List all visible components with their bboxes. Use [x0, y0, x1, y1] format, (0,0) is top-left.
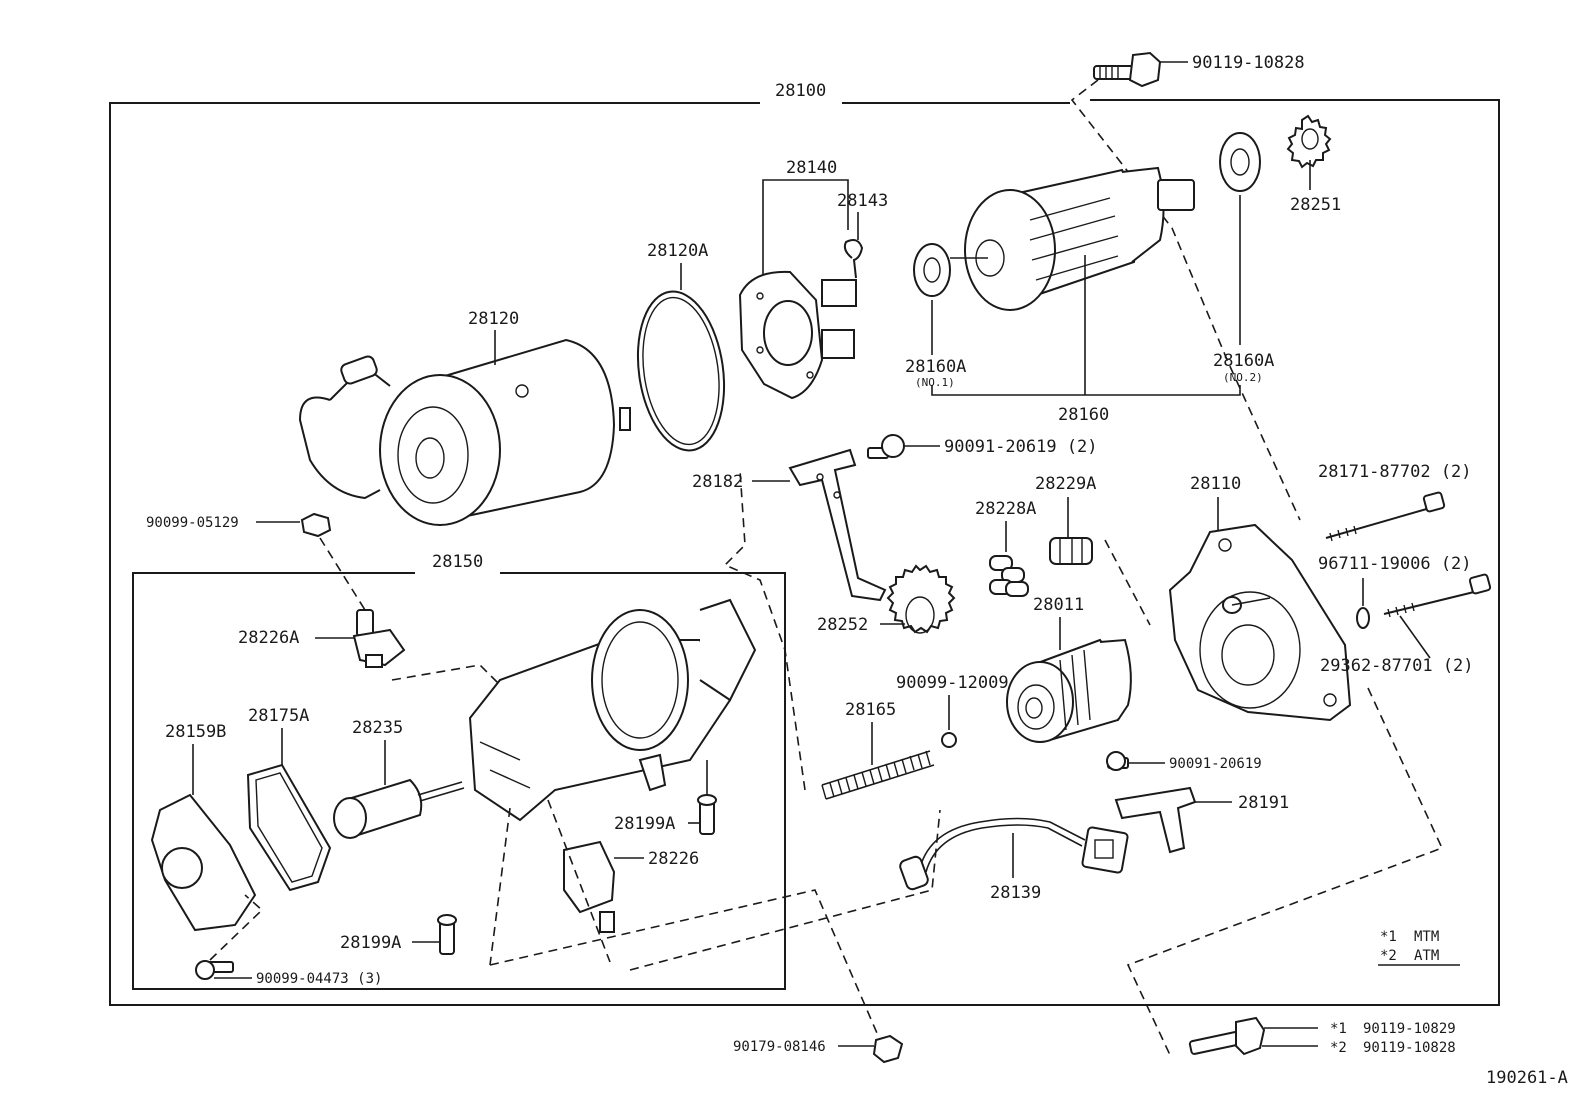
legend-text-2: ATM [1414, 948, 1439, 964]
bearing-no1 [913, 243, 951, 297]
label-28160A-no1: 28160A [905, 357, 966, 377]
lead-bracket [1114, 786, 1197, 854]
label-28251: 28251 [1290, 195, 1341, 215]
label-28160: 28160 [1058, 405, 1109, 425]
label-28226: 28226 [648, 849, 699, 869]
steel-ball [941, 732, 957, 748]
label-28252: 28252 [817, 615, 868, 635]
washer [1356, 607, 1370, 629]
label-90091-20619-2: 90091-20619 (2) [944, 437, 1098, 457]
label-90099-05129: 90099-05129 [146, 515, 239, 531]
label-28160A-no2: 28160A [1213, 351, 1274, 371]
terminal-bush-upper [697, 794, 717, 835]
compression-spring [821, 750, 935, 800]
field-housing [298, 338, 631, 526]
long-bolt-upper [1325, 491, 1446, 542]
retainer [1049, 537, 1093, 565]
terminal-kit-a [352, 609, 406, 668]
label-96711-19006: 96711-19006 (2) [1318, 554, 1472, 574]
subassembly-frame [132, 572, 786, 990]
flange-nut [872, 1034, 904, 1064]
cover-screw [195, 960, 234, 980]
label-28160A-no1-sub: (NO.1) [915, 376, 955, 389]
legend: *1 MTM *2 ATM [1378, 929, 1460, 966]
brush-holder [738, 270, 857, 400]
starter-clutch [1006, 638, 1132, 743]
armature [950, 166, 1195, 311]
subassembly-number: 28150 [432, 552, 483, 572]
label-28139: 28139 [990, 883, 1041, 903]
label-28165: 28165 [845, 700, 896, 720]
label-28175A: 28175A [248, 706, 309, 726]
label-28171-87702: 28171-87702 (2) [1318, 462, 1472, 482]
label-28199A-lower: 28199A [340, 933, 401, 953]
plunger [333, 778, 465, 839]
label-28159B: 28159B [165, 722, 226, 742]
label-28228A: 28228A [975, 499, 1036, 519]
assembly-frame [109, 99, 1500, 1006]
assembly-number: 28100 [775, 81, 826, 101]
label-28235: 28235 [352, 718, 403, 738]
idler-gear [1286, 114, 1332, 169]
drive-housing [1168, 523, 1352, 722]
legend-mark-2: *2 [1380, 948, 1397, 964]
terminal-bush-lower [437, 914, 457, 955]
label-28120A: 28120A [647, 241, 708, 261]
label-28140: 28140 [786, 158, 837, 178]
mark-star2-bottom: *2 [1330, 1040, 1347, 1056]
bracket [788, 448, 887, 602]
terminal-nut [300, 512, 332, 538]
label-90099-12009: 90099-12009 [896, 673, 1009, 693]
through-bolt-top [1093, 51, 1162, 88]
terminal-kit [563, 840, 616, 933]
label-90091-20619: 90091-20619 [1169, 756, 1262, 772]
label-28011: 28011 [1033, 595, 1084, 615]
screw-top [867, 434, 905, 459]
label-28160A-no2-sub: (NO.2) [1223, 371, 1263, 384]
label-90099-04473: 90099-04473 (3) [256, 971, 382, 987]
brush-spring [843, 239, 864, 279]
label-28191: 28191 [1238, 793, 1289, 813]
screw-mid [1106, 751, 1129, 771]
label-28110: 28110 [1190, 474, 1241, 494]
label-28182: 28182 [692, 472, 743, 492]
label-28226A: 28226A [238, 628, 299, 648]
label-90119-10829-mtm: 90119-10829 [1363, 1021, 1456, 1037]
label-28120: 28120 [468, 309, 519, 329]
label-28199A-upper: 28199A [614, 814, 675, 834]
label-90119-10828-top: 90119-10828 [1192, 53, 1305, 73]
long-bolt-lower [1383, 573, 1492, 618]
label-90179-08146: 90179-08146 [733, 1039, 826, 1055]
label-28143: 28143 [837, 191, 888, 211]
label-90119-10828-atm: 90119-10828 [1363, 1040, 1456, 1056]
legend-mark-1: *1 [1380, 929, 1397, 945]
o-ring [636, 290, 726, 452]
gasket [246, 763, 332, 892]
bearing-no2 [1219, 132, 1261, 192]
mark-star1-bottom: *1 [1330, 1021, 1347, 1037]
switch-cover [150, 793, 257, 932]
magnetic-switch [468, 598, 757, 822]
legend-text-1: MTM [1414, 929, 1439, 945]
planetary-gear [886, 564, 956, 634]
label-29362-87701: 29362-87701 (2) [1320, 656, 1474, 676]
drawing-number: 190261-A [1486, 1068, 1568, 1088]
through-bolt-bottom [1188, 1016, 1266, 1056]
steel-balls [989, 555, 1029, 597]
label-28229A: 28229A [1035, 474, 1096, 494]
